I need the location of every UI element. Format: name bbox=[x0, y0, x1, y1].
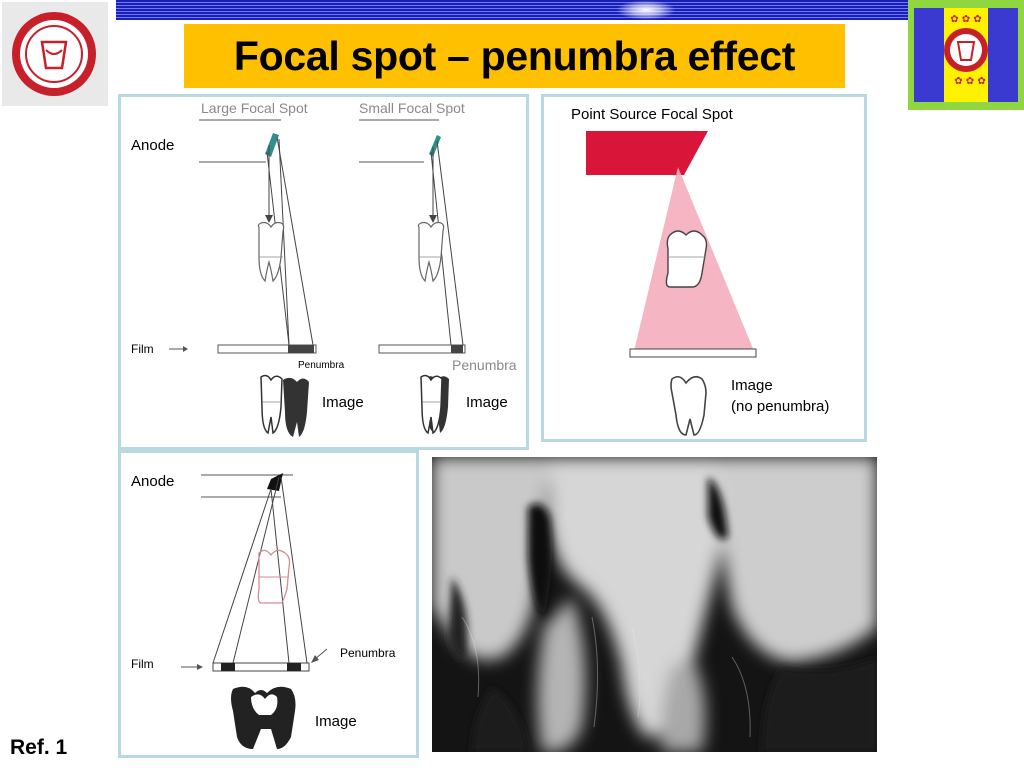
university-seal-logo bbox=[2, 2, 108, 106]
anode-label: Anode bbox=[131, 137, 175, 154]
small-focal-spot-anode bbox=[429, 135, 441, 157]
panel-point-source: Point Source Focal Spot Image (no penumb… bbox=[541, 94, 867, 442]
film-label-3: Film bbox=[131, 657, 154, 671]
school-flag-logo: ✿ ✿ ✿ ✿ ✿ ✿ bbox=[908, 0, 1024, 110]
penumbra-shadow bbox=[283, 377, 309, 437]
reference-label: Ref. 1 bbox=[10, 736, 68, 759]
object-tooth-outline bbox=[257, 549, 291, 604]
title-box: Focal spot – penumbra effect bbox=[184, 24, 845, 88]
image-tooth-dark bbox=[231, 686, 296, 749]
svg-text:✿ ✿ ✿: ✿ ✿ ✿ bbox=[950, 14, 982, 25]
top-decorative-bar bbox=[116, 0, 908, 20]
dental-radiograph-image bbox=[432, 457, 877, 752]
small-focal-spot-label: Small Focal Spot bbox=[359, 100, 465, 116]
svg-text:✿ ✿ ✿: ✿ ✿ ✿ bbox=[954, 76, 986, 87]
point-source-anode bbox=[586, 131, 708, 175]
top-bar-glow bbox=[616, 0, 676, 20]
image-label-right: Image bbox=[466, 394, 508, 411]
film-label: Film bbox=[131, 342, 154, 356]
image-label-left: Image bbox=[322, 394, 364, 411]
no-penumbra-label: (no penumbra) bbox=[731, 398, 830, 415]
image-label-point: Image bbox=[731, 377, 773, 394]
image-label-3: Image bbox=[315, 713, 357, 730]
penumbra-small-label: Penumbra bbox=[298, 360, 345, 371]
slide-title: Focal spot – penumbra effect bbox=[233, 32, 796, 79]
panel1-diagram bbox=[169, 119, 466, 437]
panel-large-small-focal-spot: Large Focal Spot Small Focal Spot Anode … bbox=[118, 94, 529, 450]
penumbra-label-3: Penumbra bbox=[340, 646, 396, 660]
panel-penumbra-geometry: Anode Film Penumbra Image bbox=[118, 450, 419, 758]
point-source-label: Point Source Focal Spot bbox=[571, 106, 733, 123]
panel3-diagram bbox=[181, 473, 328, 749]
anode-target bbox=[267, 473, 283, 491]
panel2-diagram bbox=[586, 131, 757, 436]
large-focal-spot-label: Large Focal Spot bbox=[201, 100, 308, 116]
anode-label-3: Anode bbox=[131, 473, 175, 490]
penumbra-large-label: Penumbra bbox=[452, 357, 517, 373]
